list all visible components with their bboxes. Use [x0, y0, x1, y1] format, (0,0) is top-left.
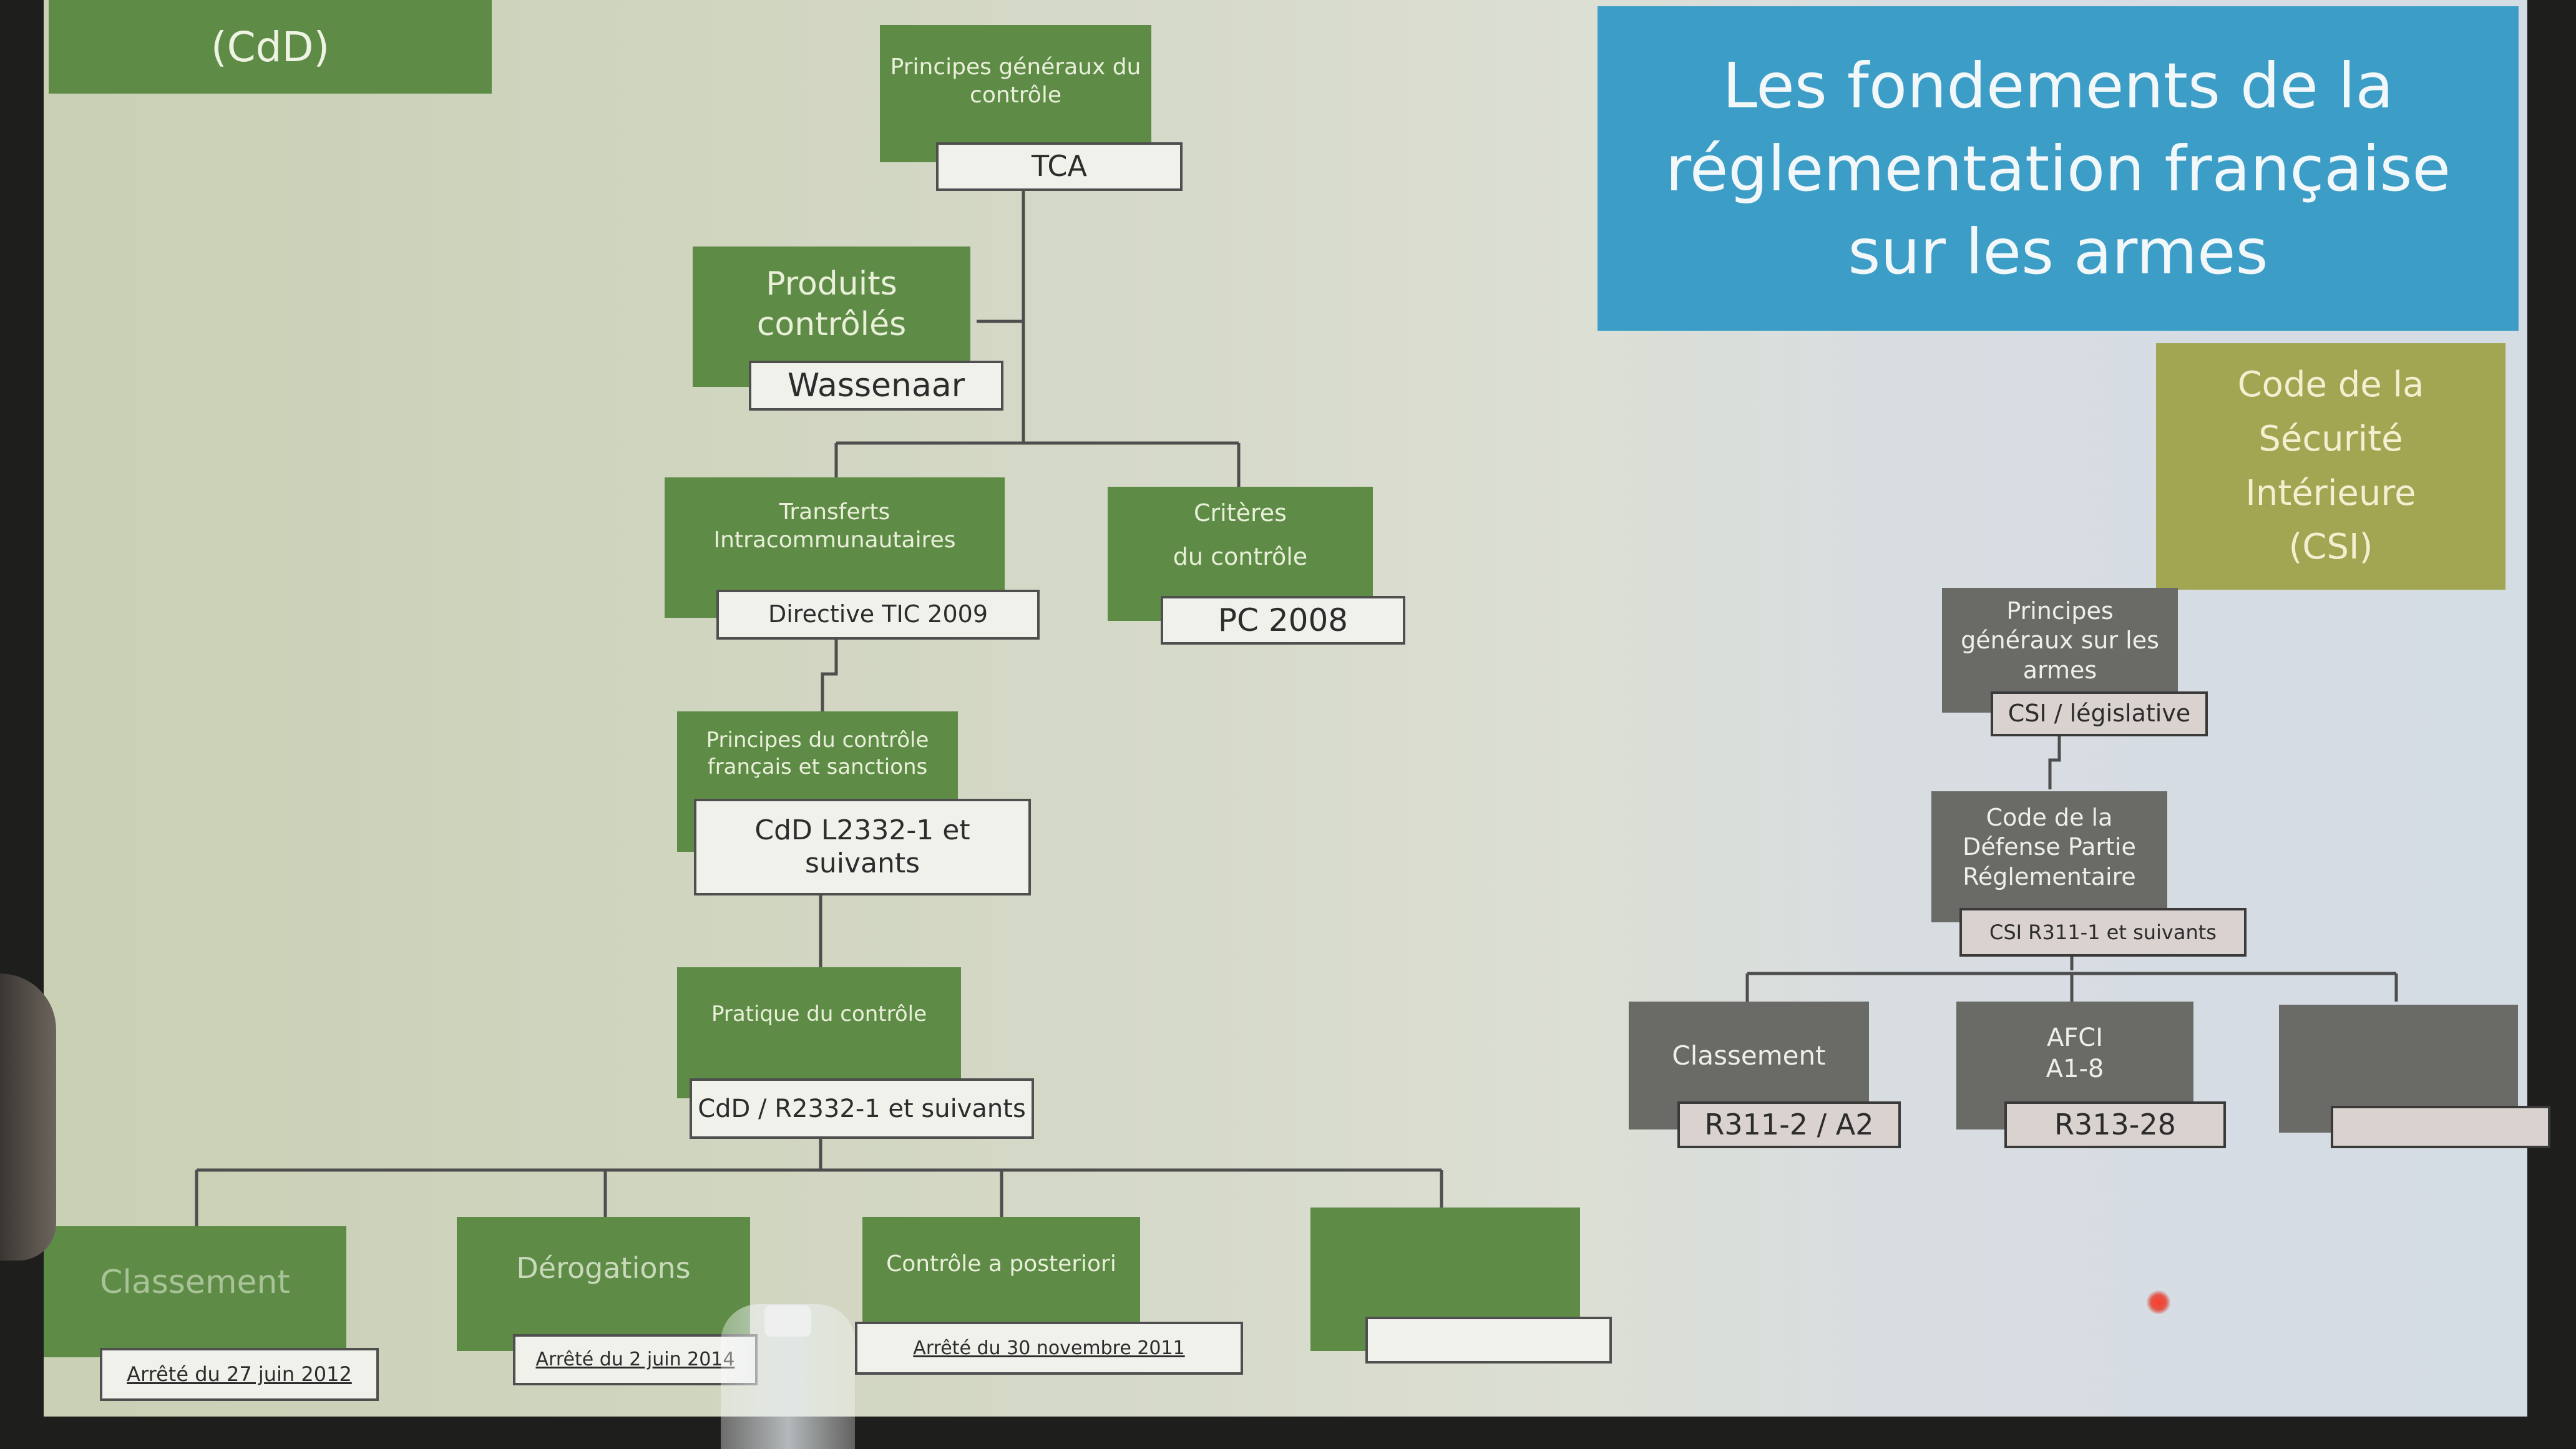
- node-label: Code de la Défense Partie Réglementaire: [1963, 803, 2136, 890]
- node-label-line2: du contrôle: [1173, 542, 1308, 570]
- node-label: Produits contrôlés: [756, 265, 907, 343]
- node-label: AFCI A1-8: [2046, 1023, 2104, 1083]
- tag-empty-left: [1365, 1317, 1612, 1364]
- slide-title-text: Les fondements de la réglementation fran…: [1665, 49, 2451, 288]
- leaf-derogations: Dérogations: [457, 1217, 750, 1351]
- node-label: Principes du contrôle français et sancti…: [706, 728, 929, 779]
- node-label: Dérogations: [516, 1251, 691, 1285]
- node-label: Transferts Intracommunautaires: [713, 499, 956, 553]
- person-silhouette: [0, 973, 56, 1261]
- node-label: Classement: [1672, 1040, 1826, 1071]
- node-code-defense: Code de la Défense Partie Réglementaire: [1931, 791, 2167, 922]
- node-pratique: Pratique du contrôle: [677, 967, 961, 1098]
- laser-pointer-dot: [2147, 1290, 2170, 1314]
- node-csi: Code de la Sécurité Intérieure (CSI): [2156, 343, 2505, 590]
- tag-directive-tic: Directive TIC 2009: [716, 590, 1040, 640]
- tag-cdd-r2332: CdD / R2332-1 et suivants: [690, 1078, 1034, 1139]
- tag-tca: TCA: [936, 142, 1183, 191]
- node-label-line1: Critères: [1194, 499, 1287, 527]
- node-label: Principes généraux du contrôle: [890, 54, 1141, 108]
- node-label: Classement: [100, 1263, 290, 1301]
- tag-arrete-2-juin: Arrêté du 2 juin 2014: [513, 1334, 758, 1385]
- tag-empty-right: [2331, 1106, 2550, 1148]
- tag-arrete-30-novembre: Arrêté du 30 novembre 2011: [855, 1322, 1243, 1375]
- tag-csi-legislative: CSI / législative: [1991, 691, 2208, 736]
- tag-cdd-l2332: CdD L2332-1 et suivants: [694, 799, 1031, 895]
- tag-wassenaar: Wassenaar: [749, 361, 1003, 411]
- node-label: Code de la Sécurité Intérieure (CSI): [2237, 364, 2424, 568]
- tag-pc2008: PC 2008: [1161, 596, 1405, 645]
- node-label: Pratique du contrôle: [711, 1001, 927, 1027]
- node-label: Principes généraux sur les armes: [1961, 597, 2159, 684]
- tag-arrete-27-juin: Arrêté du 27 juin 2012: [100, 1348, 379, 1401]
- cdd-tab: (CdD): [49, 0, 492, 94]
- tag-csi-r311: CSI R311-1 et suivants: [1959, 908, 2247, 957]
- water-bottle-cap: [764, 1305, 811, 1337]
- leaf-controle-a-posteriori: Contrôle a posteriori: [862, 1217, 1140, 1323]
- leaf-classement-left: Classement: [44, 1226, 346, 1357]
- tag-r311-2: R311-2 / A2: [1677, 1101, 1901, 1148]
- node-label: Contrôle a posteriori: [886, 1251, 1116, 1277]
- tag-r313-28: R313-28: [2004, 1101, 2226, 1148]
- slide-title: Les fondements de la réglementation fran…: [1598, 6, 2519, 331]
- node-principes-generaux: Principes généraux du contrôle: [880, 25, 1151, 162]
